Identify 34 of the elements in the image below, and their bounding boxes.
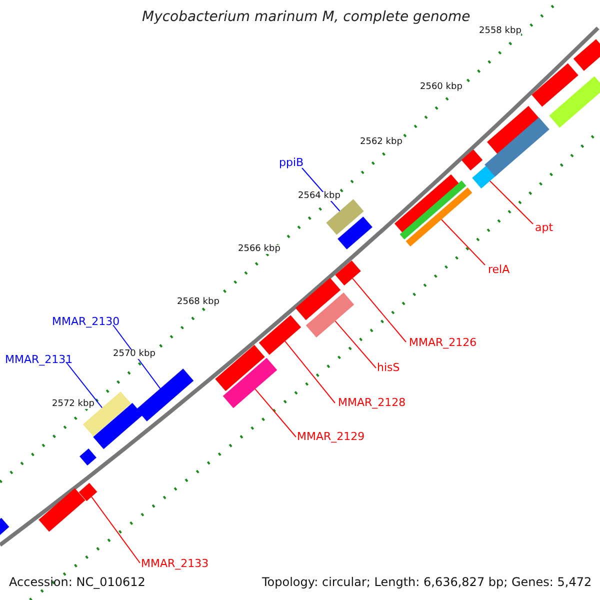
leader-line (112, 324, 161, 390)
leader-line (440, 219, 486, 266)
leader-line (254, 388, 296, 438)
gene-label: MMAR_2126 (409, 337, 477, 348)
gene-label: ppiB (279, 157, 304, 168)
gene-label: MMAR_2133 (141, 558, 209, 569)
leader-line (489, 180, 534, 224)
accession-text: Accession: NC_010612 (9, 576, 146, 588)
gene-label: relA (488, 264, 510, 275)
gene-label: MMAR_2131 (5, 354, 73, 365)
gene-bar (335, 260, 361, 286)
gene-label: apt (535, 222, 554, 233)
gene-label: MMAR_2128 (338, 397, 406, 408)
tick-label: 2562 kbp (360, 138, 402, 147)
tick-label: 2558 kbp (479, 27, 522, 36)
gene-bar (0, 518, 10, 536)
gene-bar (461, 149, 483, 171)
tick-label: 2572 kbp (52, 400, 94, 409)
gene-label: hisS (377, 362, 400, 373)
title: Mycobacterium marinum M, complete genome (142, 10, 470, 24)
genome-summary-text: Topology: circular; Length: 6,636,827 bp; Genes: 5,472 (262, 576, 592, 588)
gene-bar (78, 482, 98, 502)
tick-label: 2570 kbp (113, 350, 156, 359)
gene-bar (573, 39, 600, 71)
tick-label: 2560 kbp (420, 83, 462, 92)
gene-label: MMAR_2130 (52, 316, 120, 327)
tick-label: 2568 kbp (177, 298, 220, 307)
gene-label: MMAR_2129 (297, 431, 365, 442)
leader-line (91, 496, 140, 564)
tick-label: 2566 kbp (238, 245, 280, 254)
leader-line (284, 340, 336, 404)
leader-line (66, 362, 103, 408)
tick-label: 2564 kbp (298, 192, 340, 201)
leader-line (352, 278, 406, 342)
